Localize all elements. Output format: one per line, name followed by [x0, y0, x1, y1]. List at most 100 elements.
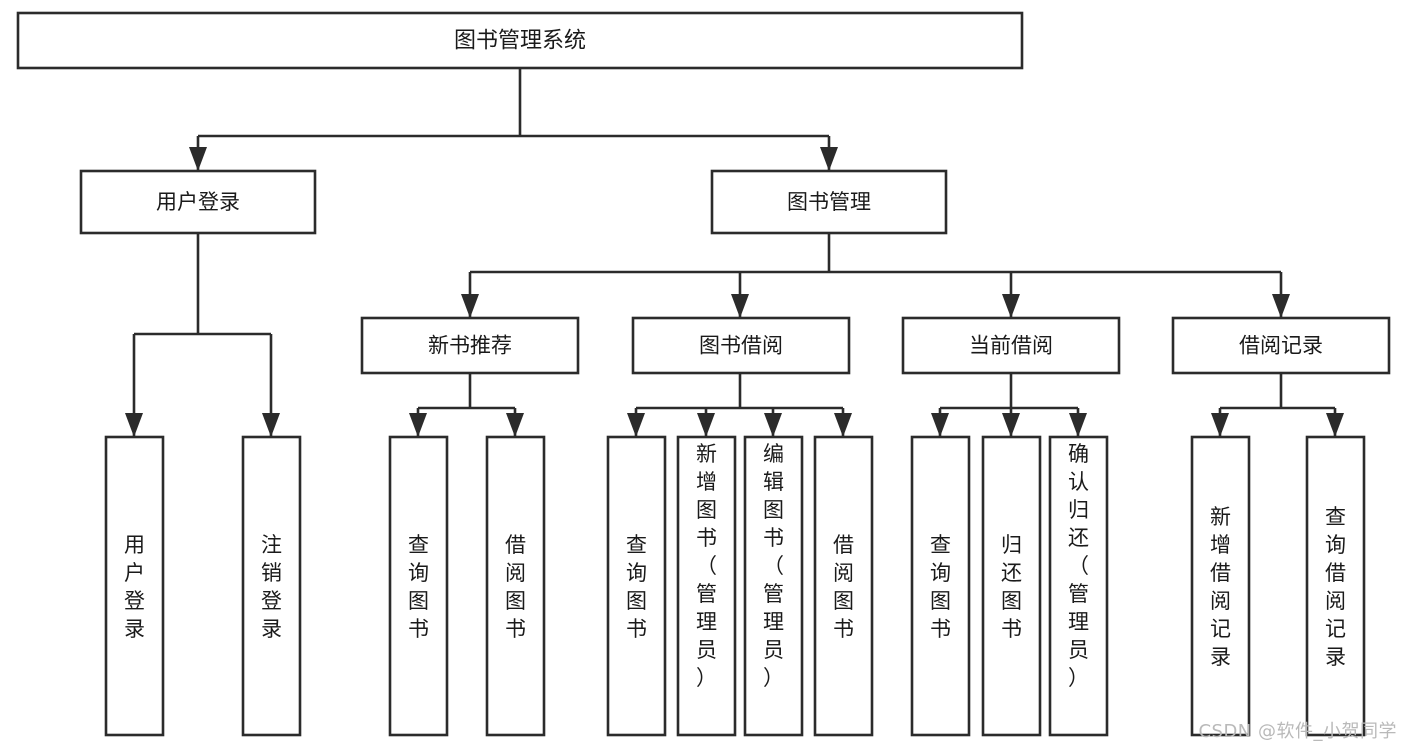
- vertical-label-char: 新: [696, 442, 717, 466]
- node-leaf-add-record[interactable]: [1190, 435, 1251, 737]
- vertical-label-char: 管: [1068, 582, 1089, 606]
- vertical-label-char: 查: [1325, 505, 1346, 529]
- arrow-head-icon: [1002, 294, 1020, 318]
- vertical-label-char: 询: [408, 561, 429, 585]
- node-layer: 图书管理系统用户登录图书管理新书推荐图书借阅当前借阅借阅记录用户登录注销登录查询…: [16, 11, 1391, 737]
- vertical-label-char: 询: [930, 561, 951, 585]
- vertical-label-char: 阅: [1210, 589, 1231, 613]
- vertical-label-char: 辑: [763, 470, 784, 494]
- vertical-label-char: 借: [1210, 561, 1231, 585]
- vertical-label-char: 书: [930, 617, 951, 641]
- arrow-head-icon: [931, 413, 949, 437]
- arrow-head-icon: [1272, 294, 1290, 318]
- vertical-label-char: （: [1068, 554, 1089, 578]
- arrow-head-icon: [764, 413, 782, 437]
- vertical-label-char: 归: [1068, 498, 1089, 522]
- vertical-label-char: 图: [1001, 589, 1022, 613]
- vertical-label-char: 书: [1001, 617, 1022, 641]
- vertical-label-char: 管: [763, 582, 784, 606]
- vertical-label-char: 确: [1068, 442, 1089, 466]
- vertical-label-char: 查: [930, 533, 951, 557]
- node-leaf-query-book-1[interactable]: [388, 435, 449, 737]
- vertical-label-char: 图: [505, 589, 526, 613]
- node-leaf-query-record[interactable]: [1305, 435, 1366, 737]
- node-leaf-logout[interactable]: [241, 435, 302, 737]
- vertical-label-char: 借: [505, 533, 526, 557]
- node-leaf-query-book-3[interactable]: [910, 435, 971, 737]
- vertical-label-char: 书: [626, 617, 647, 641]
- node-leaf-return-book[interactable]: [981, 435, 1042, 737]
- vertical-label-char: 录: [124, 617, 145, 641]
- vertical-label-char: 注: [261, 533, 282, 557]
- vertical-label-char: ）: [1068, 666, 1089, 690]
- vertical-label-char: 阅: [1325, 589, 1346, 613]
- node-leaf-confirm-return[interactable]: [1048, 435, 1109, 737]
- vertical-label-char: 登: [124, 589, 145, 613]
- vertical-label-char: 书: [696, 526, 717, 550]
- node-leaf-user-login[interactable]: [104, 435, 165, 737]
- arrow-head-icon: [1002, 413, 1020, 437]
- node-book-borrow[interactable]: [631, 316, 851, 375]
- arrow-head-icon: [627, 413, 645, 437]
- arrow-head-icon: [262, 413, 280, 437]
- vertical-label-char: 查: [626, 533, 647, 557]
- vertical-label-char: ）: [696, 666, 717, 690]
- arrow-head-icon: [506, 413, 524, 437]
- vertical-label-char: 记: [1325, 617, 1346, 641]
- node-leaf-user-login-label: 用户登录: [124, 533, 145, 641]
- vertical-label-char: 图: [763, 498, 784, 522]
- vertical-label-char: 书: [763, 526, 784, 550]
- arrow-head-icon: [461, 294, 479, 318]
- vertical-label-char: 录: [261, 617, 282, 641]
- node-borrow-record-label: 借阅记录: [1239, 334, 1323, 358]
- vertical-label-char: 登: [261, 589, 282, 613]
- node-leaf-add-book[interactable]: [676, 435, 737, 737]
- node-leaf-borrow-book-1[interactable]: [485, 435, 546, 737]
- vertical-label-char: 编: [763, 442, 784, 466]
- node-leaf-edit-book[interactable]: [743, 435, 804, 737]
- vertical-label-char: 归: [1001, 533, 1022, 557]
- vertical-label-char: 还: [1001, 561, 1022, 585]
- arrow-head-icon: [1326, 413, 1344, 437]
- vertical-label-char: 借: [833, 533, 854, 557]
- arrow-head-icon: [1211, 413, 1229, 437]
- vertical-label-char: 增: [1210, 533, 1231, 557]
- vertical-label-char: 用: [124, 533, 145, 557]
- connector-layer: [125, 68, 1344, 437]
- vertical-label-char: 户: [124, 561, 145, 585]
- arrow-head-icon: [697, 413, 715, 437]
- vertical-label-char: 管: [696, 582, 717, 606]
- vertical-label-char: 图: [930, 589, 951, 613]
- node-leaf-borrow-book-2[interactable]: [813, 435, 874, 737]
- vertical-label-char: 认: [1068, 470, 1089, 494]
- node-borrow-record[interactable]: [1171, 316, 1391, 375]
- vertical-label-char: 图: [696, 498, 717, 522]
- node-book-borrow-label: 图书借阅: [699, 334, 783, 358]
- vertical-label-char: 图: [833, 589, 854, 613]
- node-root-label: 图书管理系统: [454, 29, 586, 54]
- node-user-login[interactable]: [79, 169, 317, 235]
- vertical-label-char: 增: [696, 470, 717, 494]
- vertical-label-char: 阅: [833, 561, 854, 585]
- vertical-label-char: 员: [1068, 638, 1089, 662]
- vertical-label-char: 理: [696, 610, 717, 634]
- node-book-manage[interactable]: [710, 169, 948, 235]
- vertical-label-char: 图: [626, 589, 647, 613]
- vertical-label-char: 借: [1325, 561, 1346, 585]
- vertical-label-char: 书: [833, 617, 854, 641]
- vertical-label-char: 查: [408, 533, 429, 557]
- node-new-book-rec-label: 新书推荐: [428, 334, 512, 358]
- node-leaf-query-book-2[interactable]: [606, 435, 667, 737]
- vertical-label-char: 员: [763, 638, 784, 662]
- node-new-book-rec[interactable]: [360, 316, 580, 375]
- vertical-label-char: 理: [1068, 610, 1089, 634]
- node-root-system[interactable]: [16, 11, 1024, 70]
- node-current-borrow[interactable]: [901, 316, 1121, 375]
